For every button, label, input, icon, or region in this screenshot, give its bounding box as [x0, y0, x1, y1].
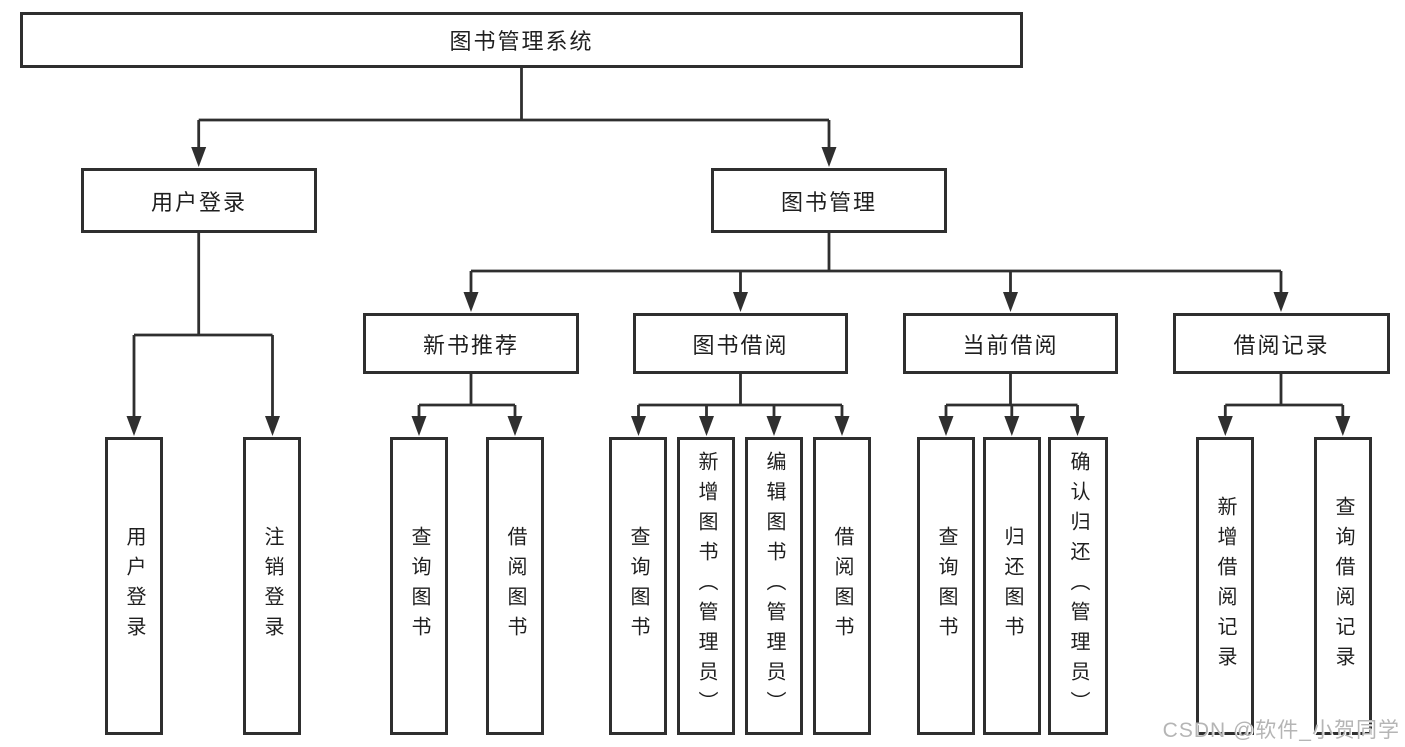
node-book-management: 图书管理 — [711, 168, 947, 233]
leaf-label: 编辑图书（管理员） — [763, 451, 785, 721]
node-library-management-system: 图书管理系统 — [20, 12, 1023, 68]
node-new-book-recommend: 新书推荐 — [363, 313, 579, 374]
leaf-logout: 注销登录 — [243, 437, 301, 735]
node-label: 借阅记录 — [1233, 332, 1330, 358]
arrowhead-icon — [1003, 292, 1018, 312]
leaf-label: 借阅图书 — [504, 526, 526, 646]
leaf-label: 新增借阅记录 — [1214, 496, 1236, 676]
connector-current-borrow-children — [944, 374, 1079, 419]
node-label: 图书管理 — [780, 189, 877, 215]
connector-user-login-children — [132, 233, 274, 419]
arrowhead-icon — [834, 416, 850, 436]
leaf-borrow-books: 借阅图书 — [813, 437, 871, 735]
leaf-query-books-borrow: 查询图书 — [609, 437, 667, 735]
node-borrow-records: 借阅记录 — [1173, 313, 1390, 374]
arrowhead-icon — [733, 292, 748, 312]
connector-borrow-records-children — [1223, 374, 1345, 419]
leaf-edit-books-admin: 编辑图书（管理员） — [745, 437, 803, 735]
node-current-borrow: 当前借阅 — [903, 313, 1118, 374]
leaf-label: 查询图书 — [408, 526, 430, 646]
node-label: 图书借阅 — [692, 332, 789, 358]
leaf-label: 归还图书 — [1001, 526, 1023, 646]
leaf-label: 用户登录 — [123, 526, 145, 646]
arrowhead-icon — [766, 416, 782, 436]
arrowhead-icon — [191, 147, 207, 167]
leaf-label: 查询图书 — [627, 526, 649, 646]
leaf-query-borrow-record: 查询借阅记录 — [1314, 437, 1372, 735]
arrowhead-icon — [463, 292, 479, 312]
leaf-confirm-return-admin: 确认归还（管理员） — [1048, 437, 1108, 735]
leaf-user-login: 用户登录 — [105, 437, 163, 735]
arrowhead-icon — [507, 416, 523, 436]
leaf-query-books-current: 查询图书 — [917, 437, 975, 735]
leaf-label: 确认归还（管理员） — [1067, 451, 1089, 721]
leaf-add-books-admin: 新增图书（管理员） — [677, 437, 735, 735]
arrowhead-icon — [631, 416, 646, 436]
arrowhead-icon — [1335, 416, 1351, 436]
leaf-add-borrow-record: 新增借阅记录 — [1196, 437, 1254, 735]
connector-book-management-children — [469, 233, 1283, 295]
leaf-label: 查询图书 — [935, 526, 957, 646]
node-label: 图书管理系统 — [449, 29, 594, 54]
watermark: CSDN @软件_小贺同学 — [1162, 719, 1400, 742]
node-label: 当前借阅 — [962, 332, 1059, 358]
leaf-borrow-books-recommend: 借阅图书 — [486, 437, 544, 735]
arrowhead-icon — [126, 416, 142, 436]
arrowhead-icon — [1004, 416, 1020, 436]
leaf-label: 注销登录 — [261, 526, 283, 646]
leaf-label: 借阅图书 — [831, 526, 853, 646]
connector-new-book-recommend-children — [417, 374, 517, 419]
arrowhead-icon — [821, 147, 837, 167]
node-book-borrow: 图书借阅 — [633, 313, 848, 374]
arrowhead-icon — [411, 416, 427, 436]
connector-book-borrow-children — [637, 374, 844, 419]
node-label: 用户登录 — [150, 189, 247, 215]
arrowhead-icon — [265, 416, 280, 436]
arrowhead-icon — [1273, 292, 1289, 312]
arrowhead-icon — [1217, 416, 1233, 436]
node-label: 新书推荐 — [422, 332, 519, 358]
connector-root-to-level2 — [197, 68, 831, 150]
leaf-query-books-recommend: 查询图书 — [390, 437, 448, 735]
leaf-return-books: 归还图书 — [983, 437, 1041, 735]
arrowhead-icon — [699, 416, 714, 436]
leaf-label: 查询借阅记录 — [1332, 496, 1354, 676]
arrowhead-icon — [1070, 416, 1085, 436]
leaf-label: 新增图书（管理员） — [695, 451, 717, 721]
node-user-login: 用户登录 — [81, 168, 317, 233]
arrowhead-icon — [938, 416, 954, 436]
